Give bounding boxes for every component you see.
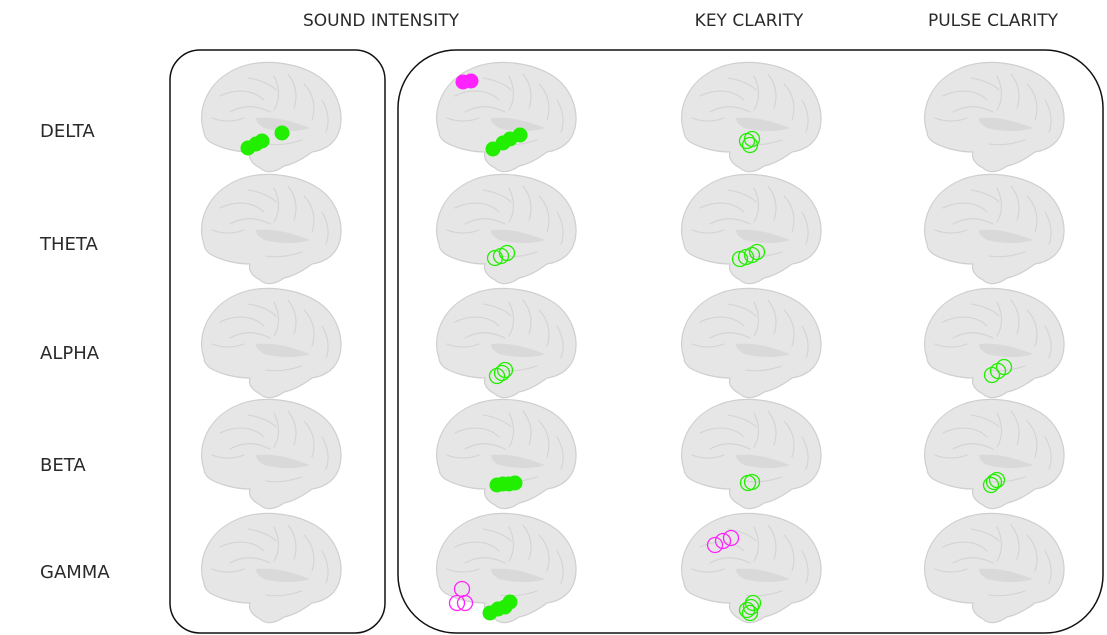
hollow-positive-marker — [744, 594, 762, 612]
hollow-positive-marker — [742, 598, 760, 616]
filled-negative-marker — [463, 73, 479, 89]
brain-alpha-col-1 — [435, 287, 577, 399]
hollow-negative-marker — [714, 532, 732, 550]
brain-beta-col-0 — [200, 398, 342, 510]
brain-theta-col-0 — [200, 173, 342, 285]
row-header-alpha: ALPHA — [40, 343, 100, 364]
row-header-gamma: GAMMA — [40, 562, 110, 583]
hollow-positive-marker — [982, 476, 1000, 494]
brain-gamma-col-0 — [200, 512, 342, 624]
hollow-positive-marker — [498, 244, 516, 262]
hollow-positive-marker — [988, 471, 1006, 489]
filled-positive-marker — [254, 133, 270, 149]
brain-alpha-col-2 — [680, 287, 822, 399]
filled-positive-marker — [274, 125, 290, 141]
brain-beta-col-1 — [435, 398, 577, 510]
brain-theta-col-2 — [680, 173, 822, 285]
filled-positive-marker — [507, 475, 523, 491]
sound-intensity-frame — [169, 49, 386, 634]
hollow-positive-marker — [741, 604, 759, 622]
filled-positive-marker — [512, 127, 528, 143]
row-header-beta: BETA — [40, 455, 86, 476]
hollow-positive-marker — [985, 473, 1003, 491]
hollow-positive-marker — [496, 361, 514, 379]
filled-positive-marker — [502, 594, 518, 610]
hollow-positive-marker — [743, 473, 761, 491]
brain-alpha-col-0 — [200, 287, 342, 399]
brain-theta-col-3 — [923, 173, 1065, 285]
hollow-negative-marker — [722, 529, 740, 547]
column-header-pulse-clarity: PULSE CLARITY — [928, 11, 1059, 31]
brain-theta-col-1 — [435, 173, 577, 285]
hollow-negative-marker — [453, 580, 471, 598]
hollow-negative-marker — [706, 536, 724, 554]
clarity-features-frame — [397, 49, 1104, 634]
hollow-positive-marker — [493, 364, 511, 382]
brain-beta-col-2 — [680, 398, 822, 510]
row-header-theta: THETA — [39, 234, 99, 255]
brain-delta-col-3 — [923, 61, 1065, 173]
brain-gamma-col-3 — [923, 512, 1065, 624]
hollow-positive-marker — [743, 130, 761, 148]
brain-alpha-col-3 — [923, 287, 1065, 399]
brain-delta-col-2 — [680, 61, 822, 173]
column-header-sound-intensity: SOUND INTENSITY — [303, 11, 460, 31]
hollow-negative-marker — [448, 594, 466, 612]
brain-delta-col-0 — [200, 61, 342, 173]
row-header-delta: DELTA — [40, 121, 95, 142]
hollow-positive-marker — [743, 246, 761, 264]
hollow-positive-marker — [748, 243, 766, 261]
hollow-positive-marker — [995, 358, 1013, 376]
column-header-key-clarity: KEY CLARITY — [695, 11, 804, 31]
